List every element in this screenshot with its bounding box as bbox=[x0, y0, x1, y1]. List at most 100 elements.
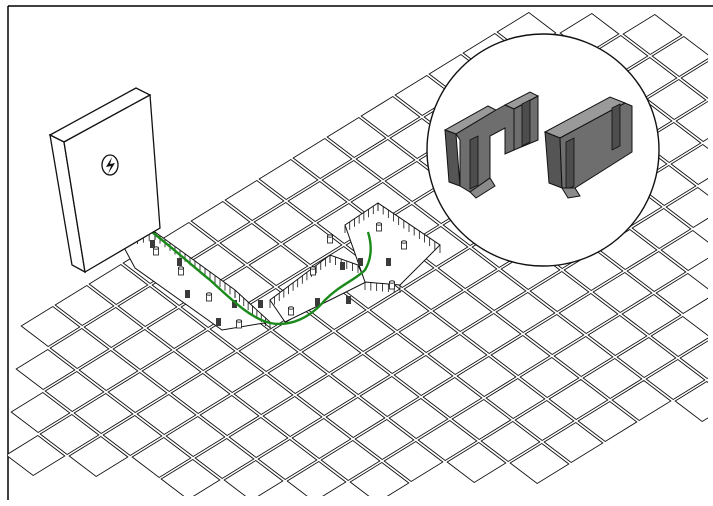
paving-tile bbox=[112, 328, 173, 371]
paving-tile bbox=[131, 436, 192, 479]
paving-tile bbox=[73, 392, 134, 435]
paving-tile bbox=[636, 164, 697, 207]
paving-tile bbox=[437, 247, 498, 290]
trench-cable-holder bbox=[346, 296, 351, 304]
paving-tile bbox=[509, 442, 570, 485]
paving-tile bbox=[170, 372, 231, 415]
paving-tile bbox=[466, 269, 527, 312]
paving-tile bbox=[355, 138, 416, 181]
paving-tile bbox=[325, 396, 386, 439]
power-cabinet bbox=[48, 87, 161, 274]
paving-tile bbox=[68, 435, 129, 478]
paving-tile bbox=[558, 292, 619, 335]
support-pedestal bbox=[401, 240, 407, 250]
paving-tile bbox=[194, 437, 255, 480]
paving-tile bbox=[674, 380, 708, 423]
paving-tile bbox=[54, 284, 115, 327]
support-pedestal bbox=[327, 234, 333, 244]
trench-cable-holder bbox=[185, 290, 190, 298]
paving-tile bbox=[291, 417, 352, 460]
paving-tile bbox=[224, 179, 285, 222]
paving-tile bbox=[403, 268, 464, 311]
support-pedestal bbox=[376, 222, 382, 232]
paving-tile bbox=[262, 395, 323, 438]
paving-tile bbox=[645, 358, 706, 401]
paving-tile bbox=[680, 60, 708, 99]
paving-tile bbox=[88, 263, 149, 306]
paving-tile bbox=[626, 250, 687, 293]
paving-tile bbox=[15, 348, 76, 391]
support-pedestal bbox=[206, 292, 212, 302]
paving-tile bbox=[359, 375, 420, 418]
paving-tile bbox=[675, 100, 708, 143]
paving-tile bbox=[461, 312, 522, 355]
paving-tile bbox=[611, 379, 672, 422]
paving-tile bbox=[83, 306, 144, 349]
paving-tile bbox=[349, 461, 410, 496]
paving-tile bbox=[10, 391, 71, 434]
support-pedestals bbox=[153, 222, 407, 329]
magnifier-lens bbox=[426, 33, 660, 267]
paving-tile bbox=[165, 415, 226, 458]
paving-tile bbox=[117, 285, 178, 328]
paving-tile bbox=[393, 354, 454, 397]
paving-tile bbox=[369, 289, 430, 332]
paving-tile bbox=[451, 398, 512, 441]
trench-cable-holder bbox=[150, 240, 155, 248]
paving-tile bbox=[679, 340, 708, 380]
paving-tile bbox=[592, 271, 653, 314]
paving-tile bbox=[282, 223, 343, 266]
paving-tile bbox=[141, 350, 202, 393]
paving-tile bbox=[107, 371, 168, 414]
paving-tile bbox=[335, 310, 396, 353]
paving-tile bbox=[665, 186, 708, 229]
paving-tile bbox=[383, 440, 444, 483]
trench-cable-holder bbox=[258, 300, 263, 308]
paving-tile bbox=[326, 116, 387, 159]
lightning-bolt-icon bbox=[101, 154, 119, 176]
paving-tile bbox=[670, 143, 708, 186]
paving-tile bbox=[102, 414, 163, 457]
paving-tile bbox=[490, 334, 551, 377]
paving-tile bbox=[49, 327, 110, 370]
paving-tile bbox=[204, 351, 265, 394]
paving-tile bbox=[543, 421, 604, 464]
trench-cable-holder bbox=[340, 262, 345, 270]
paving-tile bbox=[330, 353, 391, 396]
paving-tile bbox=[136, 393, 197, 436]
paving-tile bbox=[175, 329, 236, 372]
paving-tile bbox=[296, 374, 357, 417]
green-power-cable bbox=[151, 231, 372, 326]
paving-tile bbox=[160, 458, 221, 496]
paving-tile bbox=[292, 137, 353, 180]
paving-tile bbox=[616, 336, 677, 379]
paving-tile bbox=[422, 376, 483, 419]
trench-cable-holder bbox=[358, 258, 363, 266]
paving-tile bbox=[631, 207, 692, 250]
paving-tile bbox=[233, 373, 294, 416]
paving-tile bbox=[582, 357, 643, 400]
paving-tile bbox=[78, 349, 139, 392]
paving-tile bbox=[287, 180, 348, 223]
paving-tile bbox=[622, 13, 683, 56]
paving-tile bbox=[286, 460, 347, 496]
paving-tile bbox=[360, 95, 421, 138]
paving-tile bbox=[548, 378, 609, 421]
paving-tile bbox=[480, 420, 541, 463]
paving-tile bbox=[39, 413, 100, 456]
trench-cable-holder bbox=[232, 300, 237, 308]
paving-tile bbox=[650, 315, 708, 358]
paving-tile bbox=[301, 331, 362, 374]
trench-cable-holder bbox=[315, 298, 320, 306]
paving-tile bbox=[485, 377, 546, 420]
paving-tile bbox=[199, 394, 260, 437]
paving-tile bbox=[228, 416, 289, 459]
paving-tile bbox=[223, 459, 284, 496]
paving-tile bbox=[398, 311, 459, 354]
support-pedestal bbox=[178, 266, 184, 276]
paving-tile bbox=[388, 397, 449, 440]
paving-tile bbox=[529, 270, 590, 313]
paving-tile bbox=[146, 307, 207, 350]
paving-tile bbox=[587, 314, 648, 357]
